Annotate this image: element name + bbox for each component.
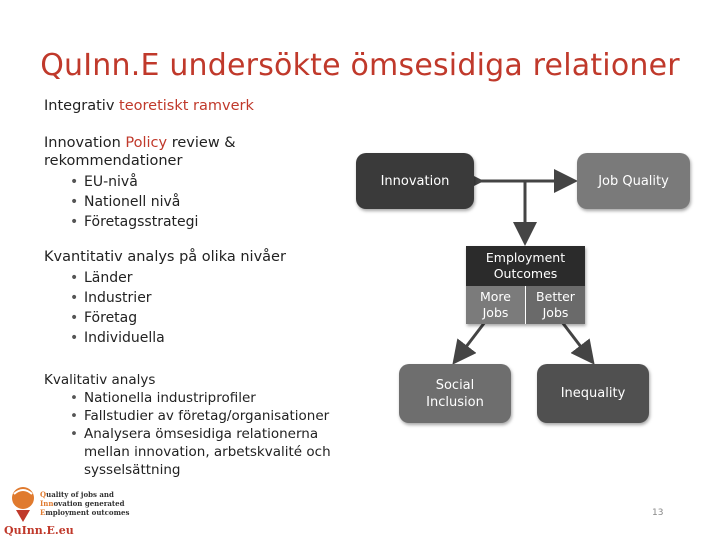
list-item: •Industrier [70, 290, 152, 306]
slide-title: QuInn.E undersökte ömsesidiga relationer [40, 48, 680, 83]
quantitative-bullets: •Länder •Industrier •Företag •Individuel… [70, 268, 165, 348]
logo-line-3: Employment outcomes [40, 508, 130, 517]
list-item: •Nationella industriprofiler [70, 390, 256, 406]
logo-line-2: Innovation generated [40, 499, 125, 508]
list-item: •EU-nivå [70, 174, 138, 190]
innovation-box: Innovation [356, 153, 474, 209]
list-item: •Analysera ömsesidiga relationerna [70, 426, 319, 442]
employment-outcomes-line2: Outcomes [493, 266, 558, 281]
list-item: •Nationell nivå [70, 194, 181, 210]
logo-brand: QuInn.E.eu [4, 524, 74, 537]
logo-mark-icon [12, 487, 34, 522]
list-item-continuation: sysselsättning [84, 462, 181, 478]
policy-bullets: •EU-nivå •Nationell nivå •Företagsstrate… [70, 172, 198, 232]
section-1-prefix: Integrativ [44, 98, 120, 114]
page-number: 13 [652, 508, 664, 518]
employment-outcomes-line1: Employment [485, 250, 566, 265]
inequality-box: Inequality [537, 364, 649, 423]
section-integrative-framework: Integrativ teoretiskt ramverk [44, 97, 254, 115]
list-item-continuation: mellan innovation, arbetskvalité och [84, 444, 331, 460]
section-policy-review: Innovation Policy review & rekommendatio… [44, 134, 304, 170]
section-1-highlight: teoretiskt ramverk [119, 98, 254, 114]
social-inclusion-box: Social Inclusion [399, 364, 511, 423]
list-item: •Företagsstrategi [70, 214, 199, 230]
list-item: •Fallstudier av företag/organisationer [70, 408, 330, 424]
employment-outcomes-header: Employment Outcomes [466, 246, 585, 286]
section-2-prefix: Innovation [44, 135, 126, 151]
section-qualitative-analysis: Kvalitativ analys [44, 372, 156, 388]
section-2-suffix: review & [167, 135, 236, 151]
logo-line-1: Quality of jobs and [40, 490, 114, 499]
qualitative-bullets: •Nationella industriprofiler •Fallstudie… [70, 389, 331, 479]
list-item: •Individuella [70, 330, 165, 346]
section-2-highlight: Policy [125, 135, 168, 151]
list-item: •Länder [70, 270, 133, 286]
job-quality-box: Job Quality [577, 153, 690, 209]
social-inclusion-line1: Social [435, 377, 475, 393]
section-2-line2: rekommendationer [44, 153, 183, 169]
list-item: •Företag [70, 310, 138, 326]
section-quantitative-analysis: Kvantitativ analys på olika nivåer [44, 249, 286, 265]
social-inclusion-line2: Inclusion [426, 394, 484, 410]
